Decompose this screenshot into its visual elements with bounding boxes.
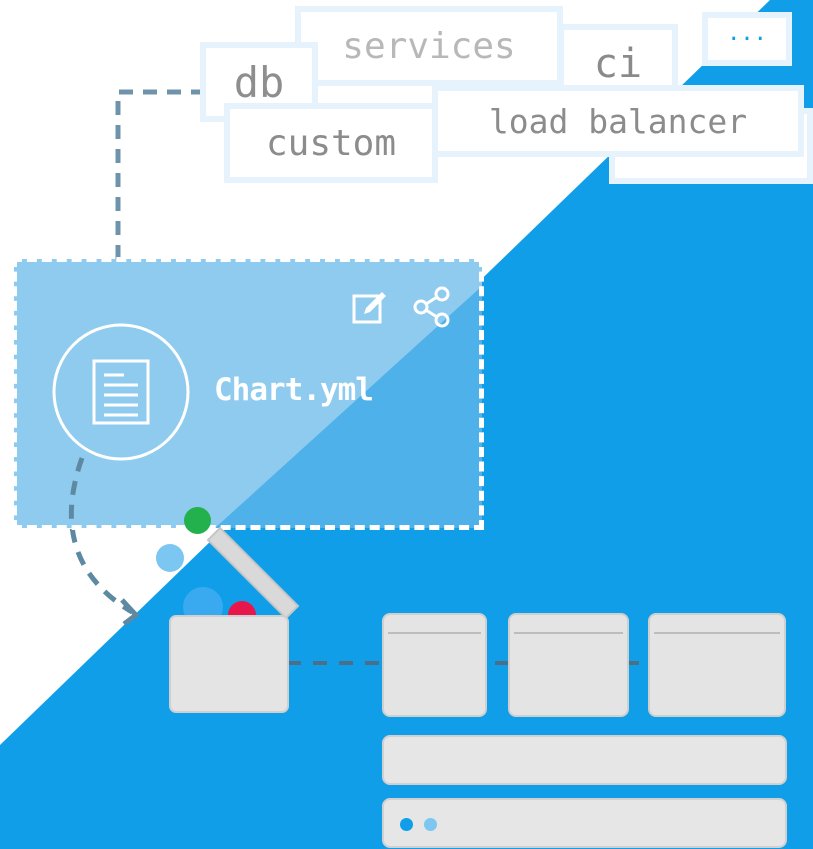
open-box-icon: [156, 526, 300, 713]
module-tile-1[interactable]: [382, 613, 487, 717]
tag-custom: custom: [224, 103, 438, 183]
share-icon[interactable]: [410, 285, 454, 329]
tag-load-balancer: load balancer: [432, 85, 804, 157]
tag-services: services: [295, 6, 563, 86]
status-dot-dark: [400, 818, 413, 831]
card-title: Chart.yml: [214, 372, 374, 408]
module-tile-3[interactable]: [648, 613, 786, 717]
chart-file-card[interactable]: [12, 257, 484, 530]
arrow-head: [120, 598, 140, 626]
content-bar[interactable]: [382, 735, 787, 785]
tag-more[interactable]: ···: [702, 12, 792, 66]
document-icon: [52, 323, 190, 461]
card-fill-dark: [215, 259, 482, 528]
status-dot-light: [424, 818, 437, 831]
curved-arrow-line: [68, 457, 134, 615]
status-bar[interactable]: [382, 798, 787, 848]
green-node: [184, 507, 211, 534]
module-tile-2[interactable]: [508, 613, 629, 717]
edit-icon[interactable]: [350, 288, 390, 328]
db-connector-line: [115, 89, 205, 320]
